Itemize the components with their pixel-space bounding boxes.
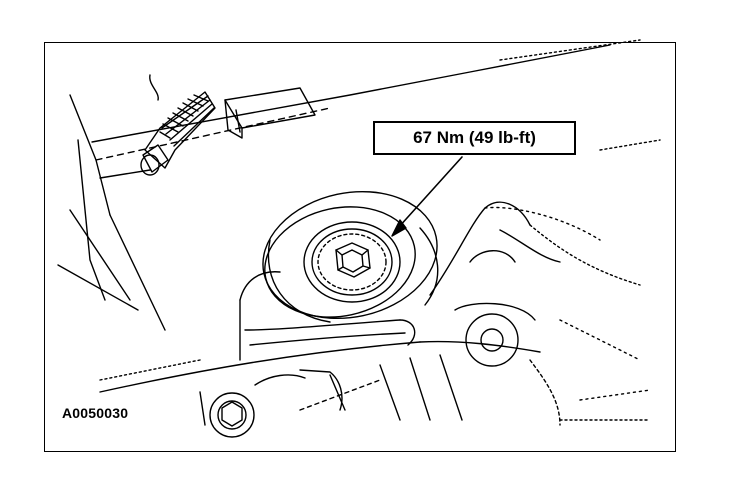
mounting-tab: [224, 87, 316, 139]
detail-lines: [99, 39, 661, 421]
pulley: [262, 190, 439, 323]
threaded-stud: [140, 74, 216, 176]
lower-housing: [99, 271, 541, 438]
figure-id-label: A0050030: [62, 405, 129, 421]
tensioner-bracket: [429, 201, 651, 426]
housing-edges: [57, 44, 611, 331]
callout-leader: [391, 156, 463, 237]
hex-bolt: [335, 242, 371, 278]
torque-callout-label: 67 Nm (49 lb-ft): [373, 121, 576, 155]
